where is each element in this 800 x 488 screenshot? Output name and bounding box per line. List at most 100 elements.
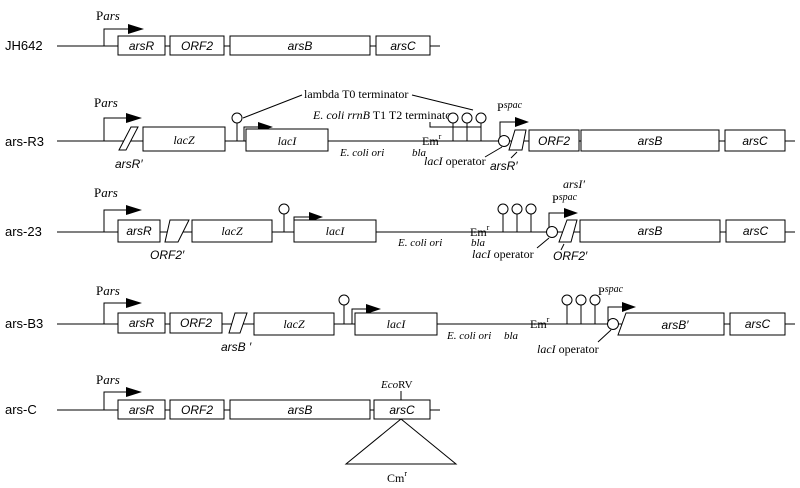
gene-box-arsb xyxy=(229,35,371,56)
em-resistance-label: Emr xyxy=(470,223,490,239)
ecoli-ori-label: E. coli ori xyxy=(446,330,491,342)
truncated-arsr-box-2 xyxy=(508,129,527,151)
gene-box-orf2 xyxy=(169,399,225,420)
terminator-hairpin xyxy=(525,203,537,232)
bla-label: bla xyxy=(471,237,486,249)
gene-box-orf2 xyxy=(169,35,225,56)
gene-label-arsc: arsC xyxy=(390,39,416,53)
gene-box-laci xyxy=(354,312,438,336)
bla-label: bla xyxy=(412,147,427,159)
gene-label-arsb: arsB xyxy=(288,403,313,417)
gene-label-arsb: arsB xyxy=(288,39,313,53)
gene-box-arsb xyxy=(229,399,371,420)
construct-ars-b3: ars-B3 Pars arsR ORF2 arsB ′ lacZ lacI E… xyxy=(5,283,795,356)
truncated-arsr-label: arsR′ xyxy=(115,157,143,171)
promoter-arrow xyxy=(103,387,142,410)
gene-box-lacz xyxy=(191,219,273,243)
terminator-hairpin xyxy=(461,112,473,141)
laci-operator-label: lacI operator xyxy=(537,342,599,356)
gene-box-arsc xyxy=(373,399,431,420)
gene-box-arsc xyxy=(729,312,786,336)
cm-insertion-triangle xyxy=(344,418,458,465)
gene-box-arsb xyxy=(579,219,721,243)
gene-label-arsc: arsC xyxy=(389,403,415,417)
gene-label-arsr: arsR xyxy=(129,39,155,53)
gene-label-orf2: ORF2 xyxy=(181,39,213,53)
gene-label-laci: lacI xyxy=(387,317,407,331)
operator-pointer xyxy=(536,237,550,249)
construct-jh642: JH642 Pars arsR ORF2 arsB arsC xyxy=(5,8,440,56)
gene-label-arsb: arsB xyxy=(638,134,663,148)
gene-label-lacz: lacZ xyxy=(221,224,243,238)
gene-label-arsr: arsR xyxy=(129,316,155,330)
pspac-label: Pspac xyxy=(598,284,624,298)
truncated-orf2-label-2: ORF2′ xyxy=(553,249,588,263)
promoter-arrow xyxy=(103,205,142,232)
pspac-promoter-arrow xyxy=(499,117,529,141)
truncated-orf2-box-2 xyxy=(558,219,578,243)
ecoli-ori-label: E. coli ori xyxy=(397,237,442,249)
gene-label-lacz: lacZ xyxy=(173,133,195,147)
gene-box-orf2 xyxy=(169,312,223,334)
laci-operator-circle xyxy=(546,226,558,238)
promoter-pars-label: Pars xyxy=(96,8,120,23)
terminator-hairpin xyxy=(338,294,350,324)
laci-operator-label: lacI operator xyxy=(424,154,486,168)
lambda-t0-terminator-label: lambda T0 terminator xyxy=(304,87,408,101)
gene-label-arsr: arsR xyxy=(129,403,155,417)
gene-label-laci: lacI xyxy=(278,134,298,148)
gene-box-lacz xyxy=(253,312,335,336)
truncated-orf2-label: ORF2′ xyxy=(150,248,185,262)
construct-ars-c: ars-C Pars arsR ORF2 arsB arsC EcoRV Cmr xyxy=(5,372,458,485)
laci-promoter-arrow xyxy=(351,304,381,324)
orf2-2-pointer xyxy=(560,243,565,251)
truncated-arsr-label-2: arsR′ xyxy=(490,159,518,173)
laci-operator-circle xyxy=(498,135,510,147)
bla-label: bla xyxy=(504,330,519,342)
promoter-pars-label: Pars xyxy=(94,95,118,110)
terminator-hairpin xyxy=(231,112,243,141)
terminator-hairpin xyxy=(589,294,601,324)
construct-name: ars-23 xyxy=(5,224,42,239)
operator-pointer xyxy=(597,329,612,343)
gene-box-lacz xyxy=(142,126,226,152)
em-resistance-label: Emr xyxy=(530,315,550,331)
gene-label-arsc: arsC xyxy=(745,317,771,331)
construct-name: ars-R3 xyxy=(5,134,44,149)
gene-box-arsr xyxy=(117,399,166,420)
promoter-pars-label: Pars xyxy=(96,372,120,387)
promoter-pars-label: Pars xyxy=(94,185,118,200)
gene-box-arsc xyxy=(375,35,431,56)
truncated-arsb-label: arsB ′ xyxy=(221,340,252,354)
gene-box-laci xyxy=(245,128,329,152)
gene-label-orf2: ORF2 xyxy=(181,403,213,417)
construct-ars-23: ars-23 Pars arsR ORF2′ lacZ lacI E. coli… xyxy=(5,177,795,263)
terminator-hairpin xyxy=(561,294,573,324)
gene-box-arsr xyxy=(117,312,166,334)
gene-label-laci: lacI xyxy=(326,224,346,238)
truncated-arsr-box xyxy=(118,126,139,151)
arsi-truncated-label: arsI′ xyxy=(563,177,585,191)
laci-operator-circle xyxy=(607,318,619,330)
pspac-promoter-arrow xyxy=(607,302,636,324)
gene-label-arsr: arsR xyxy=(126,224,152,238)
promoter-pars-label: Pars xyxy=(96,283,120,298)
gene-box-arsr xyxy=(117,35,166,56)
gene-box-arsb-truncated xyxy=(617,312,725,336)
em-resistance-label: Emr xyxy=(422,132,442,148)
pspac-label: Pspac xyxy=(552,192,578,206)
lambda-pointer-left xyxy=(242,94,303,119)
terminator-hairpin xyxy=(475,112,487,141)
rrnb-pointer xyxy=(429,122,482,132)
construct-ars-r3: ars-R3 Pars arsR′ lacZ lacI lambda T0 te… xyxy=(5,87,795,173)
promoter-arrow xyxy=(103,298,142,324)
operator-pointer xyxy=(484,146,503,158)
gene-box-arsc xyxy=(725,219,786,243)
rrnb-terminator-label: E. coli rrnB T1 T2 terminator xyxy=(312,108,455,122)
pspac-promoter-arrow xyxy=(548,208,578,232)
gene-box-laci xyxy=(293,219,377,243)
cm-resistance-label: Cmr xyxy=(387,469,407,485)
arsr2-pointer xyxy=(510,151,518,159)
truncated-orf2-box xyxy=(164,219,190,243)
